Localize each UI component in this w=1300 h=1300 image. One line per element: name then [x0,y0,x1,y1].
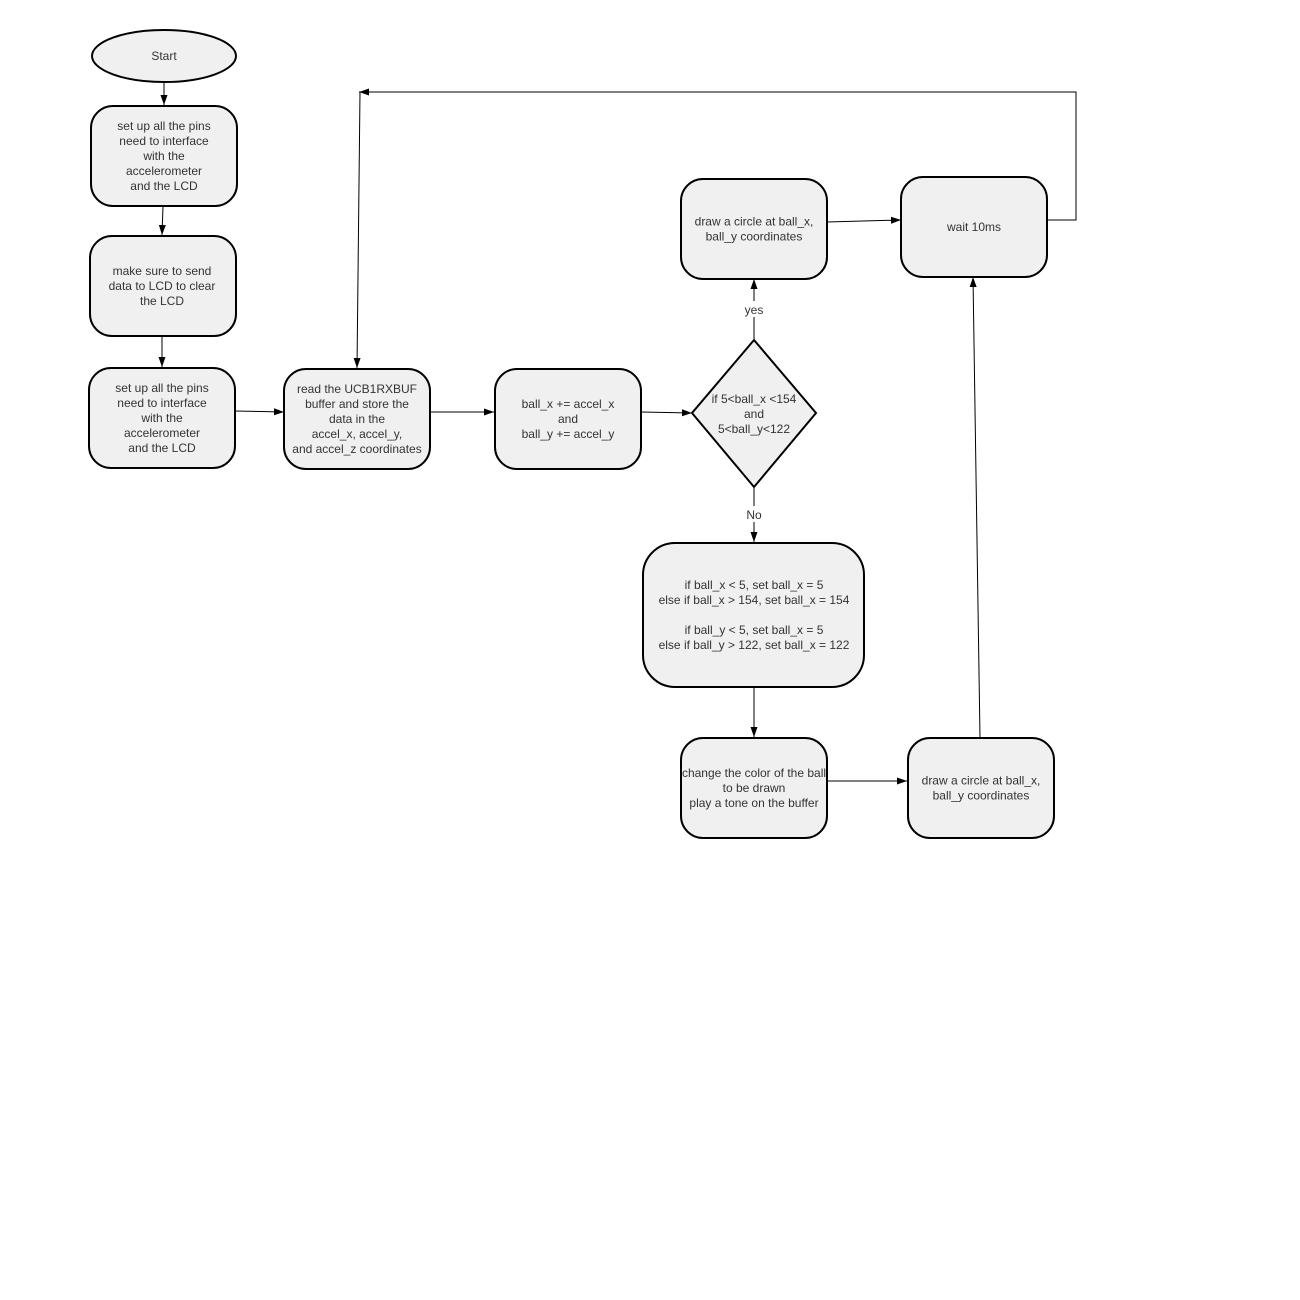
edge-labels: yes No [740,301,768,522]
node-wait-label: wait 10ms [946,220,1001,234]
node-label-line: wait 10ms [946,220,1001,234]
node-label-line: and [744,407,764,421]
node-label-line: with the [140,411,183,425]
edges [158,82,1077,785]
node-label-line: buffer and store the [305,397,409,411]
node-label-line: and accel_z coordinates [292,442,421,456]
edge-setup1-to-clear [158,205,166,236]
node-label-line: data to LCD to clear [109,279,216,293]
node-label-line: make sure to send [113,264,212,278]
node-label-line: with the [142,149,185,163]
node-draw-circle-no: draw a circle at ball_x,ball_y coordinat… [907,737,1055,839]
node-label-line: read the UCB1RXBUF [297,382,417,396]
node-label-line: accelerometer [124,426,200,440]
node-label-line: need to interface [117,396,207,410]
node-label-line: accelerometer [126,164,202,178]
node-label-line: draw a circle at ball_x, [922,774,1041,788]
node-label-line: ball_y coordinates [933,789,1030,803]
node-draw-circle-yes-label: draw a circle at ball_x,ball_y coordinat… [695,215,814,244]
edge-label-yes: yes [745,303,764,317]
node-label-line: else if ball_y > 122, set ball_x = 122 [659,638,850,652]
edge-wait-loop-back [359,88,1077,221]
node-start-label: Start [151,49,177,63]
node-label-line: change the color of the ball [682,766,826,780]
node-label-line: ball_x += accel_x [522,397,615,411]
node-label-line: set up all the pins [117,119,210,133]
node-label-line: Start [151,49,177,63]
node-label-line: if ball_x < 5, set ball_x = 5 [685,578,824,592]
node-label-line: the LCD [140,294,184,308]
node-label-line: and the LCD [128,441,196,455]
node-label-line: ball_y coordinates [706,230,803,244]
node-label-line: accel_x, accel_y, [312,427,403,441]
node-label-line: draw a circle at ball_x, [695,215,814,229]
edge-draw-no-to-wait [969,276,981,739]
node-label-line: if ball_y < 5, set ball_x = 5 [685,623,824,637]
node-draw-circle-yes: draw a circle at ball_x,ball_y coordinat… [680,178,828,280]
node-label-line: 5<ball_y<122 [718,422,790,436]
node-label-line: set up all the pins [115,381,208,395]
node-draw-circle-no-label: draw a circle at ball_x,ball_y coordinat… [922,774,1041,803]
node-label-line: to be drawn [723,781,786,795]
node-label-line: ball_y += accel_y [522,427,615,441]
edge-loop-to-read [353,91,361,369]
node-label-line: data in the [329,412,385,426]
node-label-line: else if ball_x > 154, set ball_x = 154 [659,593,850,607]
node-label-line: play a tone on the buffer [689,796,818,810]
node-label-line: and [558,412,578,426]
node-start: Start [91,29,237,83]
node-label-line: and the LCD [130,179,198,193]
edge-draw-yes-to-wait [826,216,902,224]
edge-setup2-to-read [234,408,285,416]
edge-update-to-decision [640,409,693,417]
edge-label-no: No [746,508,762,522]
node-label-line: need to interface [119,134,209,148]
node-wait: wait 10ms [900,176,1048,278]
node-label-line: if 5<ball_x <154 [712,392,797,406]
